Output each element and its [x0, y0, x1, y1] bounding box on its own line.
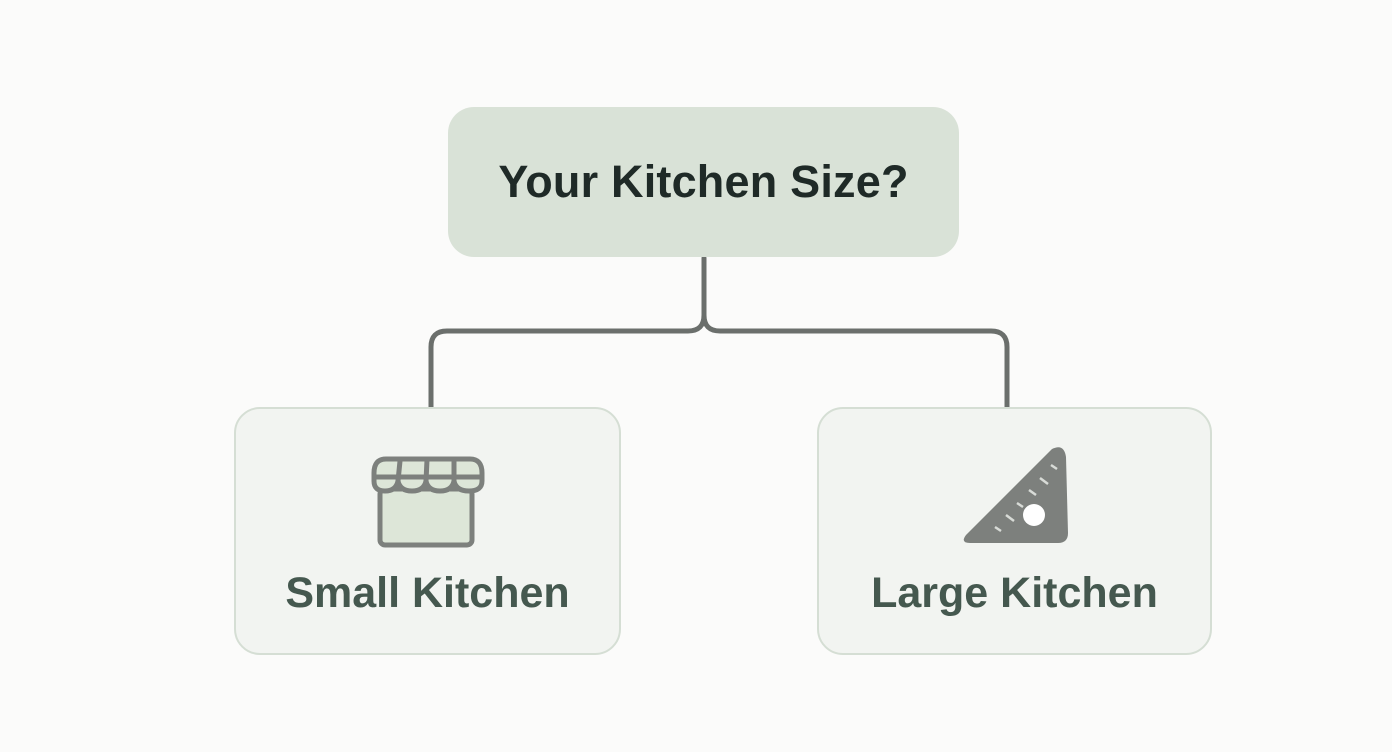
- option-label: Large Kitchen: [871, 569, 1158, 617]
- option-small-kitchen[interactable]: Small Kitchen: [234, 407, 621, 655]
- triangle-ruler-icon: [963, 447, 1068, 543]
- option-label: Small Kitchen: [285, 569, 570, 617]
- root-title: Your Kitchen Size?: [498, 156, 909, 207]
- option-large-kitchen[interactable]: Large Kitchen: [817, 407, 1212, 655]
- storefront-icon: [371, 456, 484, 548]
- root-question-node: Your Kitchen Size?: [448, 107, 959, 257]
- connector-path: [701, 312, 1010, 410]
- connector-path: [428, 255, 707, 410]
